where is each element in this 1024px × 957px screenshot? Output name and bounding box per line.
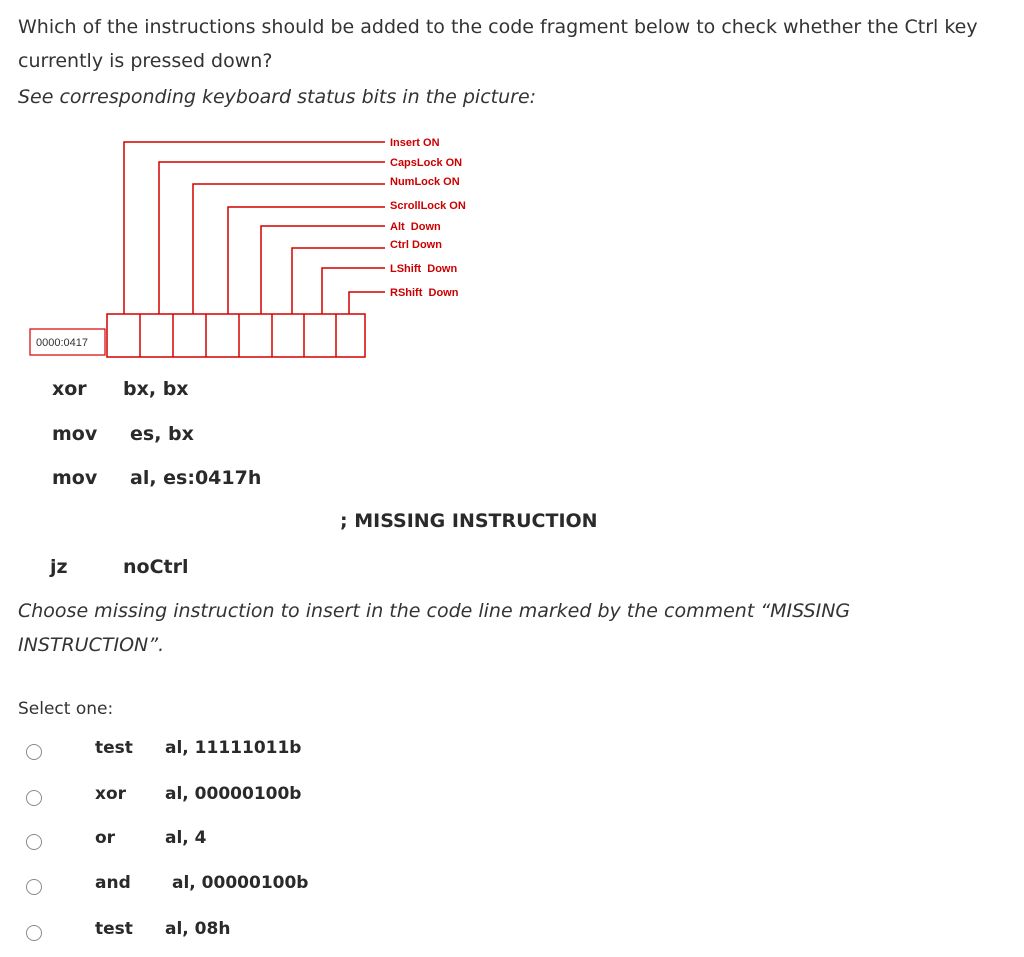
option-args: al, 08h: [165, 919, 231, 939]
answer-option-4[interactable]: and al, 00000100b: [0, 873, 420, 903]
bit-label-insert: Insert ON: [390, 137, 440, 149]
bit-label-ctrl: Ctrl Down: [390, 239, 442, 251]
answer-option-2[interactable]: xor al, 00000100b: [0, 784, 420, 814]
radio-button[interactable]: [26, 834, 42, 850]
code-line-3-args: al, es:0417h: [130, 467, 262, 489]
code-line-2-args: es, bx: [130, 423, 194, 445]
answer-option-3[interactable]: or al, 4: [0, 828, 420, 858]
select-one-label: Select one:: [18, 699, 114, 719]
bit-label-rshift: RShift Down: [390, 287, 459, 299]
option-args: al, 4: [165, 828, 207, 848]
option-op: and: [95, 873, 131, 893]
diagram-hint: See corresponding keyboard status bits i…: [18, 86, 537, 108]
radio-button[interactable]: [26, 925, 42, 941]
radio-button[interactable]: [26, 879, 42, 895]
bit-label-scrolllock: ScrollLock ON: [390, 200, 466, 212]
missing-instruction-comment: ; MISSING INSTRUCTION: [340, 510, 598, 532]
radio-button[interactable]: [26, 744, 42, 760]
code-line-1-args: bx, bx: [123, 378, 189, 400]
radio-button[interactable]: [26, 790, 42, 806]
option-op: test: [95, 738, 133, 758]
code-line-1-op: xor: [52, 378, 87, 400]
instruction-text: Choose missing instruction to insert in …: [18, 600, 851, 656]
bit-label-alt: Alt Down: [390, 221, 441, 233]
code-jump-op: jz: [50, 556, 68, 578]
option-op: or: [95, 828, 116, 848]
code-jump-args: noCtrl: [123, 556, 189, 578]
option-op: xor: [95, 784, 127, 804]
option-args: al, 00000100b: [165, 784, 302, 804]
option-op: test: [95, 919, 133, 939]
bit-label-capslock: CapsLock ON: [390, 157, 462, 169]
bit-label-lshift: LShift Down: [390, 263, 457, 275]
keyboard-status-diagram: 0000:0417 Insert ON CapsLock ON NumLock …: [29, 137, 466, 358]
address-label: 0000:0417: [36, 337, 88, 349]
code-line-3-op: mov: [52, 467, 98, 489]
option-args: al, 11111011b: [165, 738, 302, 758]
address-box: [29, 328, 106, 356]
answer-option-1[interactable]: test al, 11111011b: [0, 738, 420, 768]
option-args: al, 00000100b: [172, 873, 309, 893]
answer-option-5[interactable]: test al, 08h: [0, 919, 420, 949]
code-line-2-op: mov: [52, 423, 98, 445]
bit-label-numlock: NumLock ON: [390, 176, 460, 188]
question-text: Which of the instructions should be adde…: [18, 16, 978, 72]
